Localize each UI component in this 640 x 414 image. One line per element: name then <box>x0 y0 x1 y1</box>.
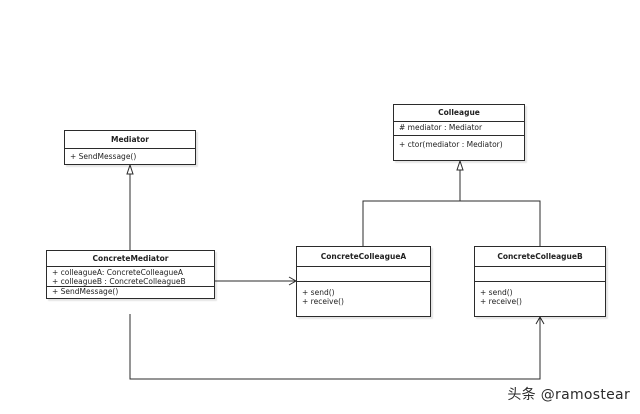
attributes-section: + colleagueA: ConcreteColleagueA + colle… <box>47 267 214 287</box>
generalization-line-colleague-b <box>460 200 541 246</box>
attributes-section <box>297 267 430 282</box>
operations-section: + SendMessage() <box>47 287 214 296</box>
operations-section: + send() + receive() <box>297 282 430 306</box>
operation: + SendMessage() <box>52 287 119 296</box>
association-line-colleague-b <box>129 314 541 380</box>
watermark-text: 头条 @ramostear <box>507 387 630 403</box>
attribute: + colleagueB : ConcreteColleagueB <box>52 277 186 286</box>
operations-section: + SendMessage() <box>65 149 195 161</box>
class-name: Mediator <box>65 131 195 149</box>
class-box-concrete-colleague-b[interactable]: ConcreteColleagueB + send() + receive() <box>474 246 606 317</box>
operation: + send() <box>302 288 335 297</box>
class-name: ConcreteColleagueA <box>297 247 430 267</box>
class-name: Colleague <box>394 105 524 122</box>
operation: + send() <box>480 288 513 297</box>
attribute: # mediator : Mediator <box>399 123 483 132</box>
operations-section: + send() + receive() <box>475 282 605 306</box>
generalization-line-colleague-a <box>362 170 461 246</box>
attribute: + colleagueA: ConcreteColleagueA <box>52 268 184 277</box>
class-box-colleague[interactable]: Colleague # mediator : Mediator + ctor(m… <box>393 104 525 161</box>
operation: + ctor(mediator : Mediator) <box>399 140 503 149</box>
class-name: ConcreteMediator <box>47 251 214 267</box>
class-box-concrete-colleague-a[interactable]: ConcreteColleagueA + send() + receive() <box>296 246 431 317</box>
class-name: ConcreteColleagueB <box>475 247 605 267</box>
generalization-arrowhead-mediator <box>126 163 134 175</box>
class-box-concrete-mediator[interactable]: ConcreteMediator + colleagueA: ConcreteC… <box>46 250 215 299</box>
class-box-mediator[interactable]: Mediator + SendMessage() <box>64 130 196 165</box>
generalization-arrowhead-colleague <box>456 159 464 171</box>
attributes-section: # mediator : Mediator <box>394 122 524 136</box>
operation: + SendMessage() <box>70 152 137 161</box>
operations-section: + ctor(mediator : Mediator) <box>394 136 524 149</box>
operation: + receive() <box>480 297 522 306</box>
operation: + receive() <box>302 297 344 306</box>
attributes-section <box>475 267 605 282</box>
association-arrowhead-colleague-b <box>535 315 545 325</box>
